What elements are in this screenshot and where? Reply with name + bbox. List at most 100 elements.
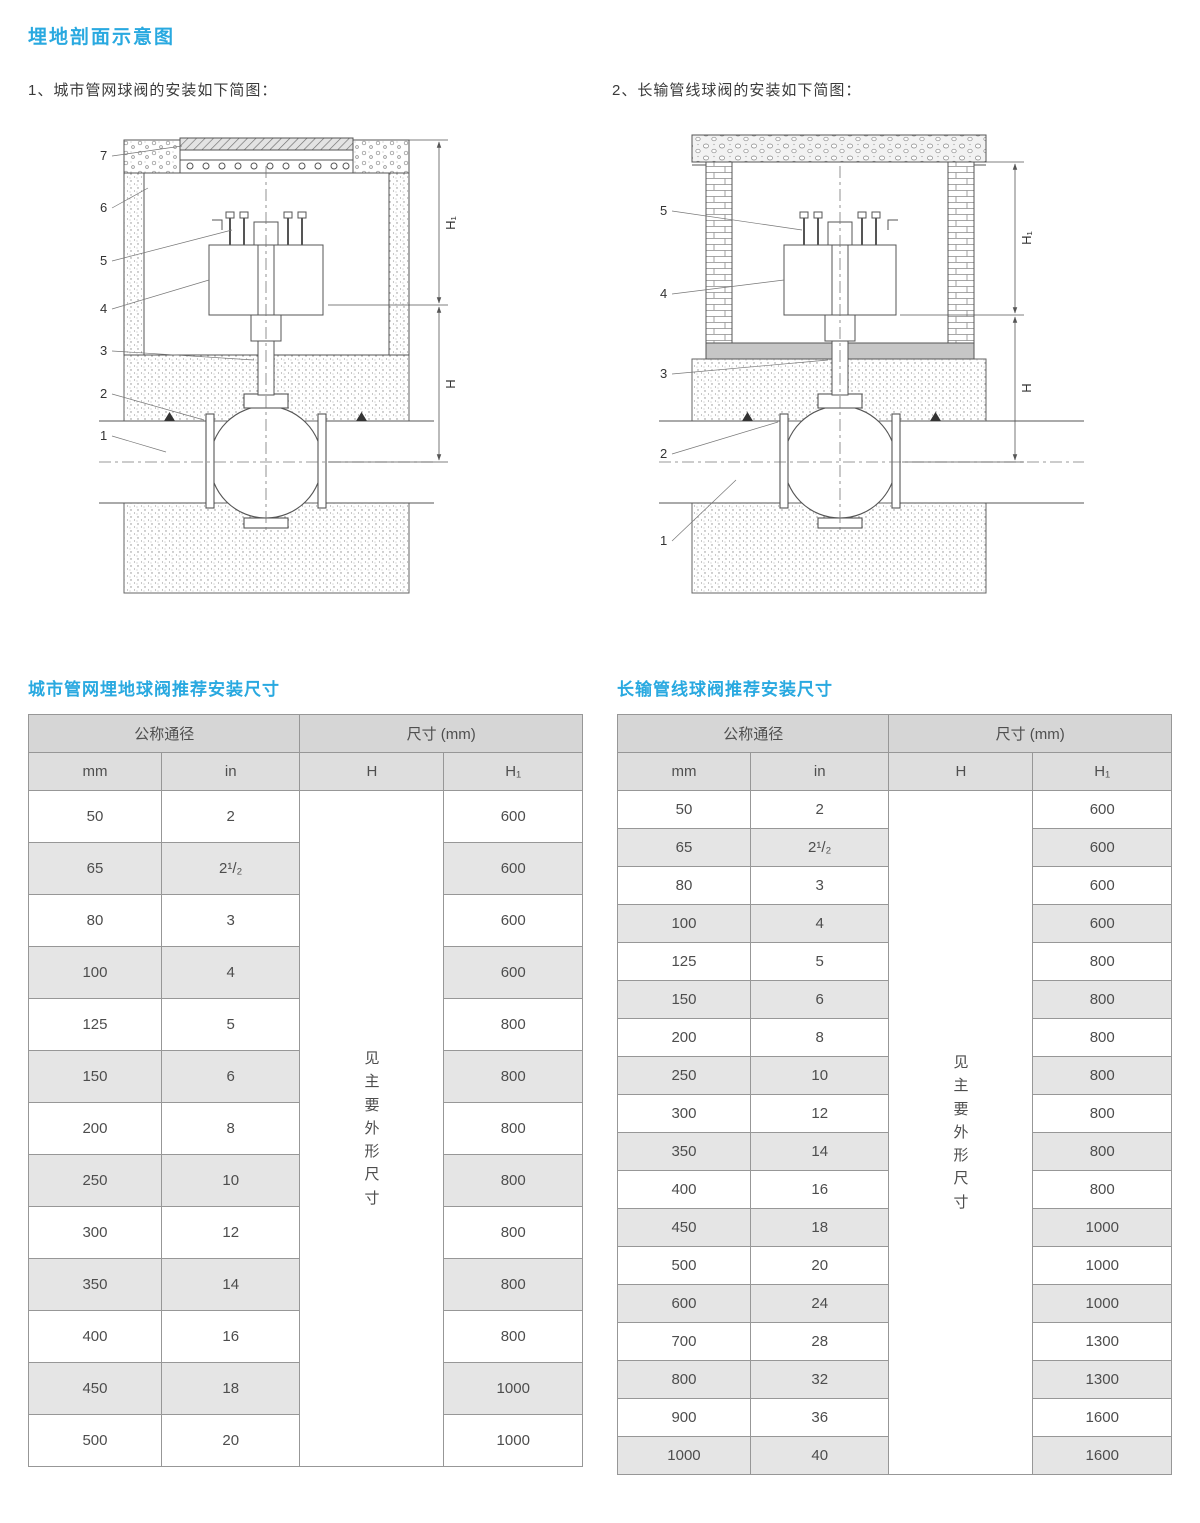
cell-h1: 1300 <box>1032 1360 1172 1399</box>
callout-label: 1 <box>660 533 667 548</box>
header-row-units: mm in H H₁ <box>28 752 583 791</box>
cell-h1: 800 <box>443 1310 583 1363</box>
cell-mm: 80 <box>617 866 751 905</box>
figure-pipeline: 2、长输管线球阀的安装如下简图： <box>600 79 1172 613</box>
fig1-caption: 1、城市管网球阀的安装如下简图： <box>28 82 278 99</box>
dimension-label-h: H <box>1019 383 1034 392</box>
callout-label: 3 <box>660 366 667 381</box>
cell-mm: 65 <box>617 828 751 867</box>
cell-in: 40 <box>749 1436 890 1475</box>
callout-label: 7 <box>100 148 107 163</box>
col-group-dn: 公称通径 <box>27 714 301 753</box>
callout-label: 4 <box>100 301 107 316</box>
cell-h1: 800 <box>443 1258 583 1311</box>
cell-h1: 800 <box>1032 1056 1172 1095</box>
cell-in: 5 <box>749 942 890 981</box>
callout-label: 6 <box>100 200 107 215</box>
col-header-mm: mm <box>617 752 751 791</box>
cell-in: 5 <box>160 998 301 1051</box>
cell-in: 2¹/₂ <box>160 842 301 895</box>
cell-in: 4 <box>160 946 301 999</box>
col-header-in: in <box>160 752 301 791</box>
cell-in: 12 <box>160 1206 301 1259</box>
fig2-callouts: 5 4 3 2 1 <box>660 203 829 548</box>
cell-mm: 65 <box>28 842 162 895</box>
cell-h1: 600 <box>443 842 583 895</box>
col-header-h: H <box>299 752 445 791</box>
cell-in: 8 <box>749 1018 890 1057</box>
col-header-h1: H₁ <box>1032 752 1172 791</box>
cell-in: 14 <box>160 1258 301 1311</box>
cell-mm: 100 <box>617 904 751 943</box>
cell-in: 10 <box>160 1154 301 1207</box>
cell-mm: 100 <box>28 946 162 999</box>
tables-row: 城市管网埋地球阀推荐安装尺寸 公称通径 尺寸 (mm) mm in H H₁ <box>27 675 1172 1475</box>
col-group-size: 尺寸 (mm) <box>888 714 1172 753</box>
cell-mm: 800 <box>617 1360 751 1399</box>
cell-mm: 1000 <box>617 1436 751 1475</box>
cell-in: 28 <box>749 1322 890 1361</box>
cell-mm: 50 <box>617 790 751 829</box>
cell-h1: 800 <box>443 1050 583 1103</box>
cell-h1: 600 <box>1032 904 1172 943</box>
cell-h1: 1000 <box>443 1414 583 1467</box>
cell-h1: 1000 <box>1032 1208 1172 1247</box>
dimension-label-h: H <box>443 379 458 388</box>
cell-mm: 80 <box>28 894 162 947</box>
pipeline-table-block: 长输管线球阀推荐安装尺寸 公称通径 尺寸 (mm) mm in H H₁ <box>616 675 1172 1475</box>
cell-in: 3 <box>160 894 301 947</box>
cell-in: 20 <box>749 1246 890 1285</box>
h-note-cell: 见 主 要 外 形 尺 寸 <box>888 790 1034 1475</box>
vent-pipe <box>887 219 898 230</box>
cell-in: 2 <box>160 790 301 843</box>
fig1-drawing: 7 6 5 4 3 2 1 H₁ H <box>99 137 458 594</box>
cell-h1: 600 <box>1032 790 1172 829</box>
cell-h1: 800 <box>443 1206 583 1259</box>
cell-mm: 300 <box>28 1206 162 1259</box>
cell-h1: 600 <box>1032 866 1172 905</box>
callout-label: 2 <box>100 386 107 401</box>
cell-mm: 250 <box>617 1056 751 1095</box>
callout-label: 3 <box>100 343 107 358</box>
cell-h1: 1000 <box>1032 1246 1172 1285</box>
cell-mm: 400 <box>617 1170 751 1209</box>
cell-h1: 1000 <box>443 1362 583 1415</box>
cell-mm: 450 <box>617 1208 751 1247</box>
cell-mm: 350 <box>28 1258 162 1311</box>
fig2-dimensions <box>900 161 1024 463</box>
cell-mm: 300 <box>617 1094 751 1133</box>
cell-mm: 150 <box>617 980 751 1019</box>
fig1-callouts: 7 6 5 4 3 2 1 <box>100 145 255 453</box>
col-header-in: in <box>749 752 890 791</box>
cell-mm: 250 <box>28 1154 162 1207</box>
cell-mm: 350 <box>617 1132 751 1171</box>
vent-pipe <box>212 219 223 230</box>
city-table-block: 城市管网埋地球阀推荐安装尺寸 公称通径 尺寸 (mm) mm in H H₁ <box>27 675 583 1475</box>
cell-h1: 800 <box>1032 1018 1172 1057</box>
cell-mm: 600 <box>617 1284 751 1323</box>
cell-h1: 800 <box>1032 1132 1172 1171</box>
cell-in: 16 <box>160 1310 301 1363</box>
cell-in: 2 <box>749 790 890 829</box>
header-row-groups: 公称通径 尺寸 (mm) <box>616 714 1172 753</box>
cell-mm: 700 <box>617 1322 751 1361</box>
figure-city: 1、城市管网球阀的安装如下简图： <box>28 79 600 613</box>
cell-mm: 900 <box>617 1398 751 1437</box>
stud-bolts <box>225 211 307 245</box>
cell-h1: 800 <box>443 1102 583 1155</box>
cell-in: 20 <box>160 1414 301 1467</box>
